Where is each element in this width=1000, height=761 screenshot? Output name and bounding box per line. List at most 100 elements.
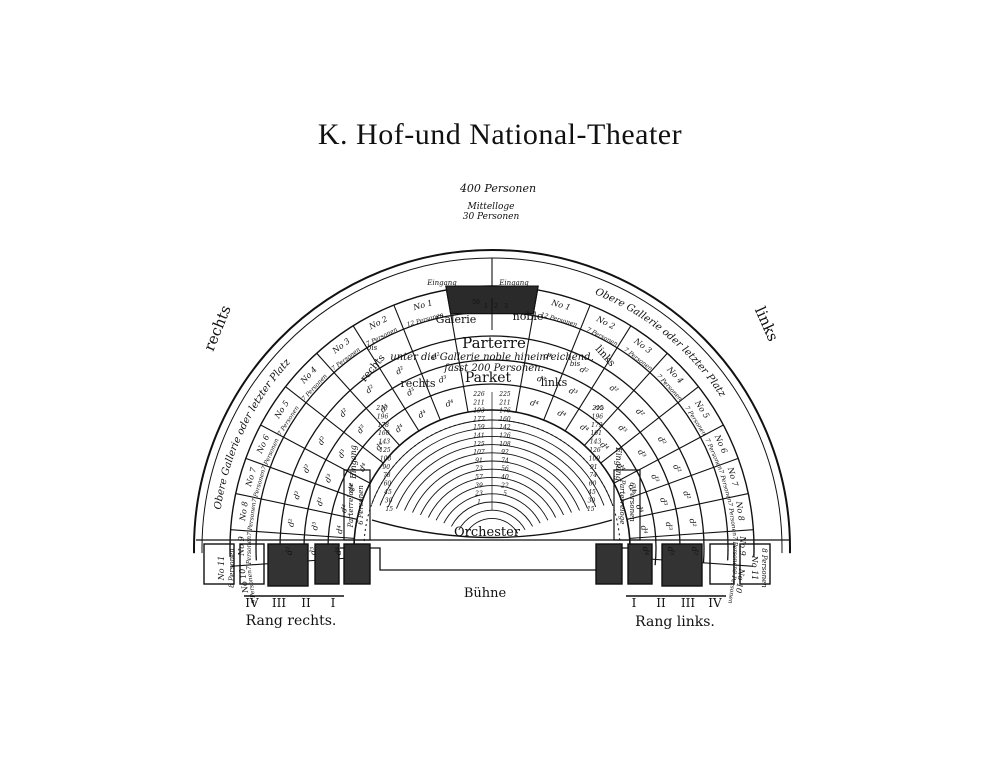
seat-mark-left: d³ — [323, 473, 335, 484]
seat-mark-left: d² — [431, 351, 441, 362]
seat-mark-right: d² — [690, 547, 699, 555]
parket-seat-center-right: 160 — [499, 416, 511, 423]
box-capacity-R-7: 7 Personen — [726, 502, 738, 537]
outer-wall-arc — [193, 249, 791, 554]
rang-right-numeral: IV — [708, 596, 722, 610]
box-number-R-7: No 8 — [734, 500, 746, 522]
parket-seat-center-right: 126 — [499, 433, 511, 440]
parket-row-end-right: 196 — [592, 413, 604, 420]
seat-mark-right: d⁴ — [615, 461, 627, 473]
seat-mark-left: d⁴ — [444, 398, 454, 409]
box-capacity-R-0: 12 Personen — [540, 311, 578, 328]
parket-seat-center-right: 92 — [501, 449, 509, 456]
parket-row-end-right: 179 — [591, 422, 603, 429]
seat-mark-right: d² — [656, 435, 668, 447]
parterre-title: Parterre — [462, 334, 526, 352]
stage-box-right-0 — [595, 543, 623, 585]
seat-mark-right: d² — [578, 365, 590, 377]
galerie-label: Galerie — [436, 313, 477, 326]
parket-row-end-right: 109 — [589, 455, 601, 462]
box-divider-right-6 — [621, 457, 739, 502]
stage-box-left-2 — [267, 543, 309, 587]
eingang-label-parket-left: Eingang — [349, 445, 358, 480]
rang-right-numeral: I — [632, 596, 637, 610]
box-divider-right-2 — [564, 325, 632, 432]
parket-row-end-left: 160 — [378, 430, 390, 437]
parket-seat-center-left: 1 — [477, 499, 481, 506]
parket-row-end-left: 60 — [384, 481, 392, 488]
box-divider-left-7 — [235, 492, 358, 520]
seat-mark-right: d² — [608, 383, 620, 395]
seat-mark-left: d² — [285, 547, 294, 555]
seat-mark-right: d² — [681, 490, 692, 500]
parket-seat-center-right: 22 — [500, 482, 509, 489]
box-divider-left-3 — [316, 352, 401, 446]
seat-mark-right: d³ — [567, 386, 579, 398]
seat-mark-right: d³ — [658, 497, 669, 507]
stage-box-left-3 — [314, 543, 340, 585]
seat-mark-left: d³ — [310, 521, 320, 530]
box-number-R-8: No 9 — [738, 535, 747, 555]
parket-row-end-left: 125 — [379, 447, 391, 454]
parket-row-end-right: 74 — [589, 472, 597, 479]
parket-seat-center-left: 177 — [473, 416, 485, 423]
lodge-number: 50 — [472, 299, 480, 306]
top-capacity-label: 400 Personen — [459, 182, 536, 195]
orchestra-rail — [371, 519, 613, 539]
parket-seat-center-left: 107 — [473, 449, 485, 456]
seat-mark-left: d⁴ — [394, 422, 406, 434]
rang-rechts-label: Rang rechts. — [246, 613, 337, 629]
parket-row-end-left: 143 — [379, 439, 391, 446]
parket-row-end-left: 108 — [380, 455, 392, 462]
box-number-L-9: No 10 — [238, 568, 250, 595]
seat-mark-right: d³ — [616, 423, 628, 435]
box11-left-cap: 8 Personen — [228, 548, 236, 588]
mittelloge-label: Mittelloge — [467, 202, 515, 212]
parterre-loge-left-capacity: 6 Personen — [357, 485, 365, 525]
box-number-L-7: No 8 — [238, 501, 250, 523]
parket-row-end-right: 212 — [591, 405, 604, 412]
rang-right-numeral: II — [656, 596, 666, 610]
seat-mark-left: d³ — [438, 374, 448, 385]
parket-seat-center-left: 23 — [474, 491, 483, 498]
parket-row-end-left: 90 — [382, 464, 390, 471]
box11-left-no: No 11 — [217, 556, 226, 582]
box-capacity-L-7: 7 Personen — [246, 502, 258, 537]
parket-row-end-right: 143 — [590, 439, 602, 446]
parterre-left-bis: bis — [367, 344, 378, 352]
box-capacity-L-9: 9 Personen — [246, 569, 258, 604]
parterre-loge-right-box — [613, 469, 641, 541]
parterre-right-label: links — [593, 344, 617, 369]
buehne-label: Bühne — [464, 586, 507, 601]
parket-seat-center-left: 193 — [473, 408, 485, 415]
parket-seat-center-left: 39 — [475, 482, 483, 489]
seat-mark-right: d³ — [536, 374, 546, 385]
parket-seat-center-right: 211 — [498, 399, 510, 406]
box-divider-right-8 — [629, 529, 754, 539]
box-divider-left-2 — [352, 325, 420, 432]
parket-seat-center-right: 74 — [501, 457, 509, 464]
parket-left-label: rechts — [400, 377, 435, 390]
parterre-loge-left: Parterreloge — [347, 483, 355, 529]
parket-seat-center-right: 5 — [503, 491, 507, 498]
parket-row-end-left: 196 — [377, 413, 389, 420]
parterre-loge-right-capacity: 6 Personen — [628, 482, 636, 522]
lodge-number: 1 — [484, 303, 488, 310]
seat-mark-right: d⁴ — [639, 525, 649, 534]
parket-row-end-left: 45 — [383, 489, 392, 496]
parket-seat-center-left: 125 — [473, 441, 485, 448]
parterre-right-bis: bis — [570, 360, 581, 368]
parket-seat-center-right: 142 — [499, 424, 511, 431]
seat-mark-left: d² — [286, 518, 296, 527]
seat-mark-left: d² — [338, 407, 350, 419]
parket-seat-center-left: 57 — [475, 474, 483, 481]
stage-box-right-2 — [661, 543, 703, 587]
parket-row-end-left: 78 — [383, 472, 391, 479]
seat-mark-left: d⁴ — [357, 461, 369, 473]
parket-seat-center-right: 40 — [500, 474, 509, 481]
parket-row-end-left: 178 — [377, 422, 389, 429]
stage-box-right-1 — [627, 543, 653, 585]
seat-mark-right: d⁴ — [626, 483, 638, 494]
box-divider-left-1 — [393, 304, 441, 421]
